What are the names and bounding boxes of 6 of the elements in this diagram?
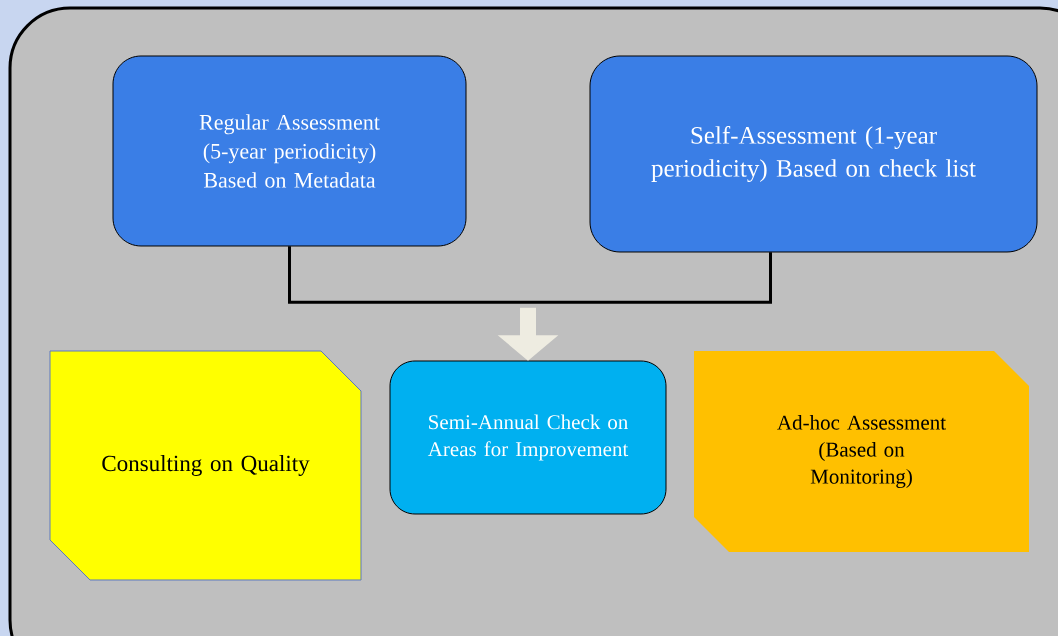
rounded-box: Self-Assessment (1-year periodicity) Based on check list [589, 55, 1038, 253]
note-box: Consulting on Quality [49, 350, 362, 581]
rounded-box: Regular Assessment (5-year periodicity) Based on Metadata [112, 55, 467, 247]
rounded-box: Semi-Annual Check on Areas for Improvement [389, 360, 667, 515]
note-box: Ad-hoc Assessment (Based on Monitoring) [694, 351, 1029, 552]
bracket-connector [288, 246, 772, 304]
